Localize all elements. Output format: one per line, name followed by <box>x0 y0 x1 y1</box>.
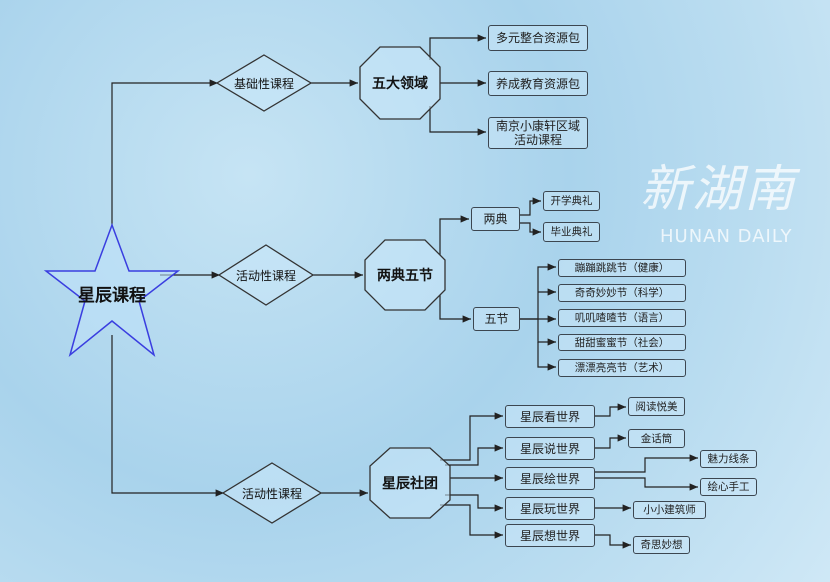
festival-box: 奇奇妙妙节（科学） <box>558 284 686 302</box>
club-box: 星辰想世界 <box>505 524 595 547</box>
diamond-shape <box>217 244 315 306</box>
watermark-logo: 新湖南 <box>640 160 796 218</box>
club-activity-box: 阅读悦美 <box>628 397 685 416</box>
club-box: 星辰说世界 <box>505 437 595 460</box>
club-activity-box: 小小建筑师 <box>633 501 706 519</box>
club-activity-box: 绘心手工 <box>700 478 757 496</box>
hub-star-clubs: 星辰社团 <box>382 476 438 492</box>
club-activity-box: 奇思妙想 <box>633 536 690 554</box>
festival-box: 甜甜蜜蜜节（社会） <box>558 334 686 351</box>
festival-box: 蹦蹦跳跳节（健康） <box>558 259 686 277</box>
club-box: 星辰玩世界 <box>505 497 595 520</box>
diamond-shape <box>215 54 313 112</box>
liangdian-box: 两典 <box>471 207 520 231</box>
club-activity-box: 魅力线条 <box>700 450 757 468</box>
festival-box: 漂漂亮亮节（艺术） <box>558 359 686 377</box>
branch-basic-label: 基础性课程 <box>233 76 294 91</box>
wujie-box: 五节 <box>473 307 520 331</box>
branch-activity-label: 活动性课程 <box>235 268 296 283</box>
hub-two-ceremonies-five-festivals: 两典五节 <box>377 268 433 284</box>
club-box: 星辰看世界 <box>505 405 595 428</box>
ceremony-box: 开学典礼 <box>543 191 600 211</box>
club-box: 星辰绘世界 <box>505 467 595 490</box>
resource-box: 养成教育资源包 <box>488 71 588 96</box>
club-activity-box: 金话筒 <box>628 429 685 448</box>
diamond-shape <box>221 462 323 524</box>
hub-five-domains: 五大领域 <box>372 76 428 92</box>
star-shape <box>43 222 181 358</box>
branch-activity2-label: 活动性课程 <box>241 486 302 501</box>
octagon-shape <box>364 239 446 311</box>
root-label: 星辰课程 <box>78 285 146 306</box>
ceremony-box: 毕业典礼 <box>543 222 600 242</box>
resource-box: 南京小康轩区域活动课程 <box>488 117 588 149</box>
resource-box: 多元整合资源包 <box>488 25 588 51</box>
octagon-shape <box>359 46 441 120</box>
festival-box: 叽叽喳喳节（语言） <box>558 309 686 327</box>
watermark-text: HUNAN DAILY <box>660 226 793 247</box>
octagon-shape <box>369 447 451 519</box>
